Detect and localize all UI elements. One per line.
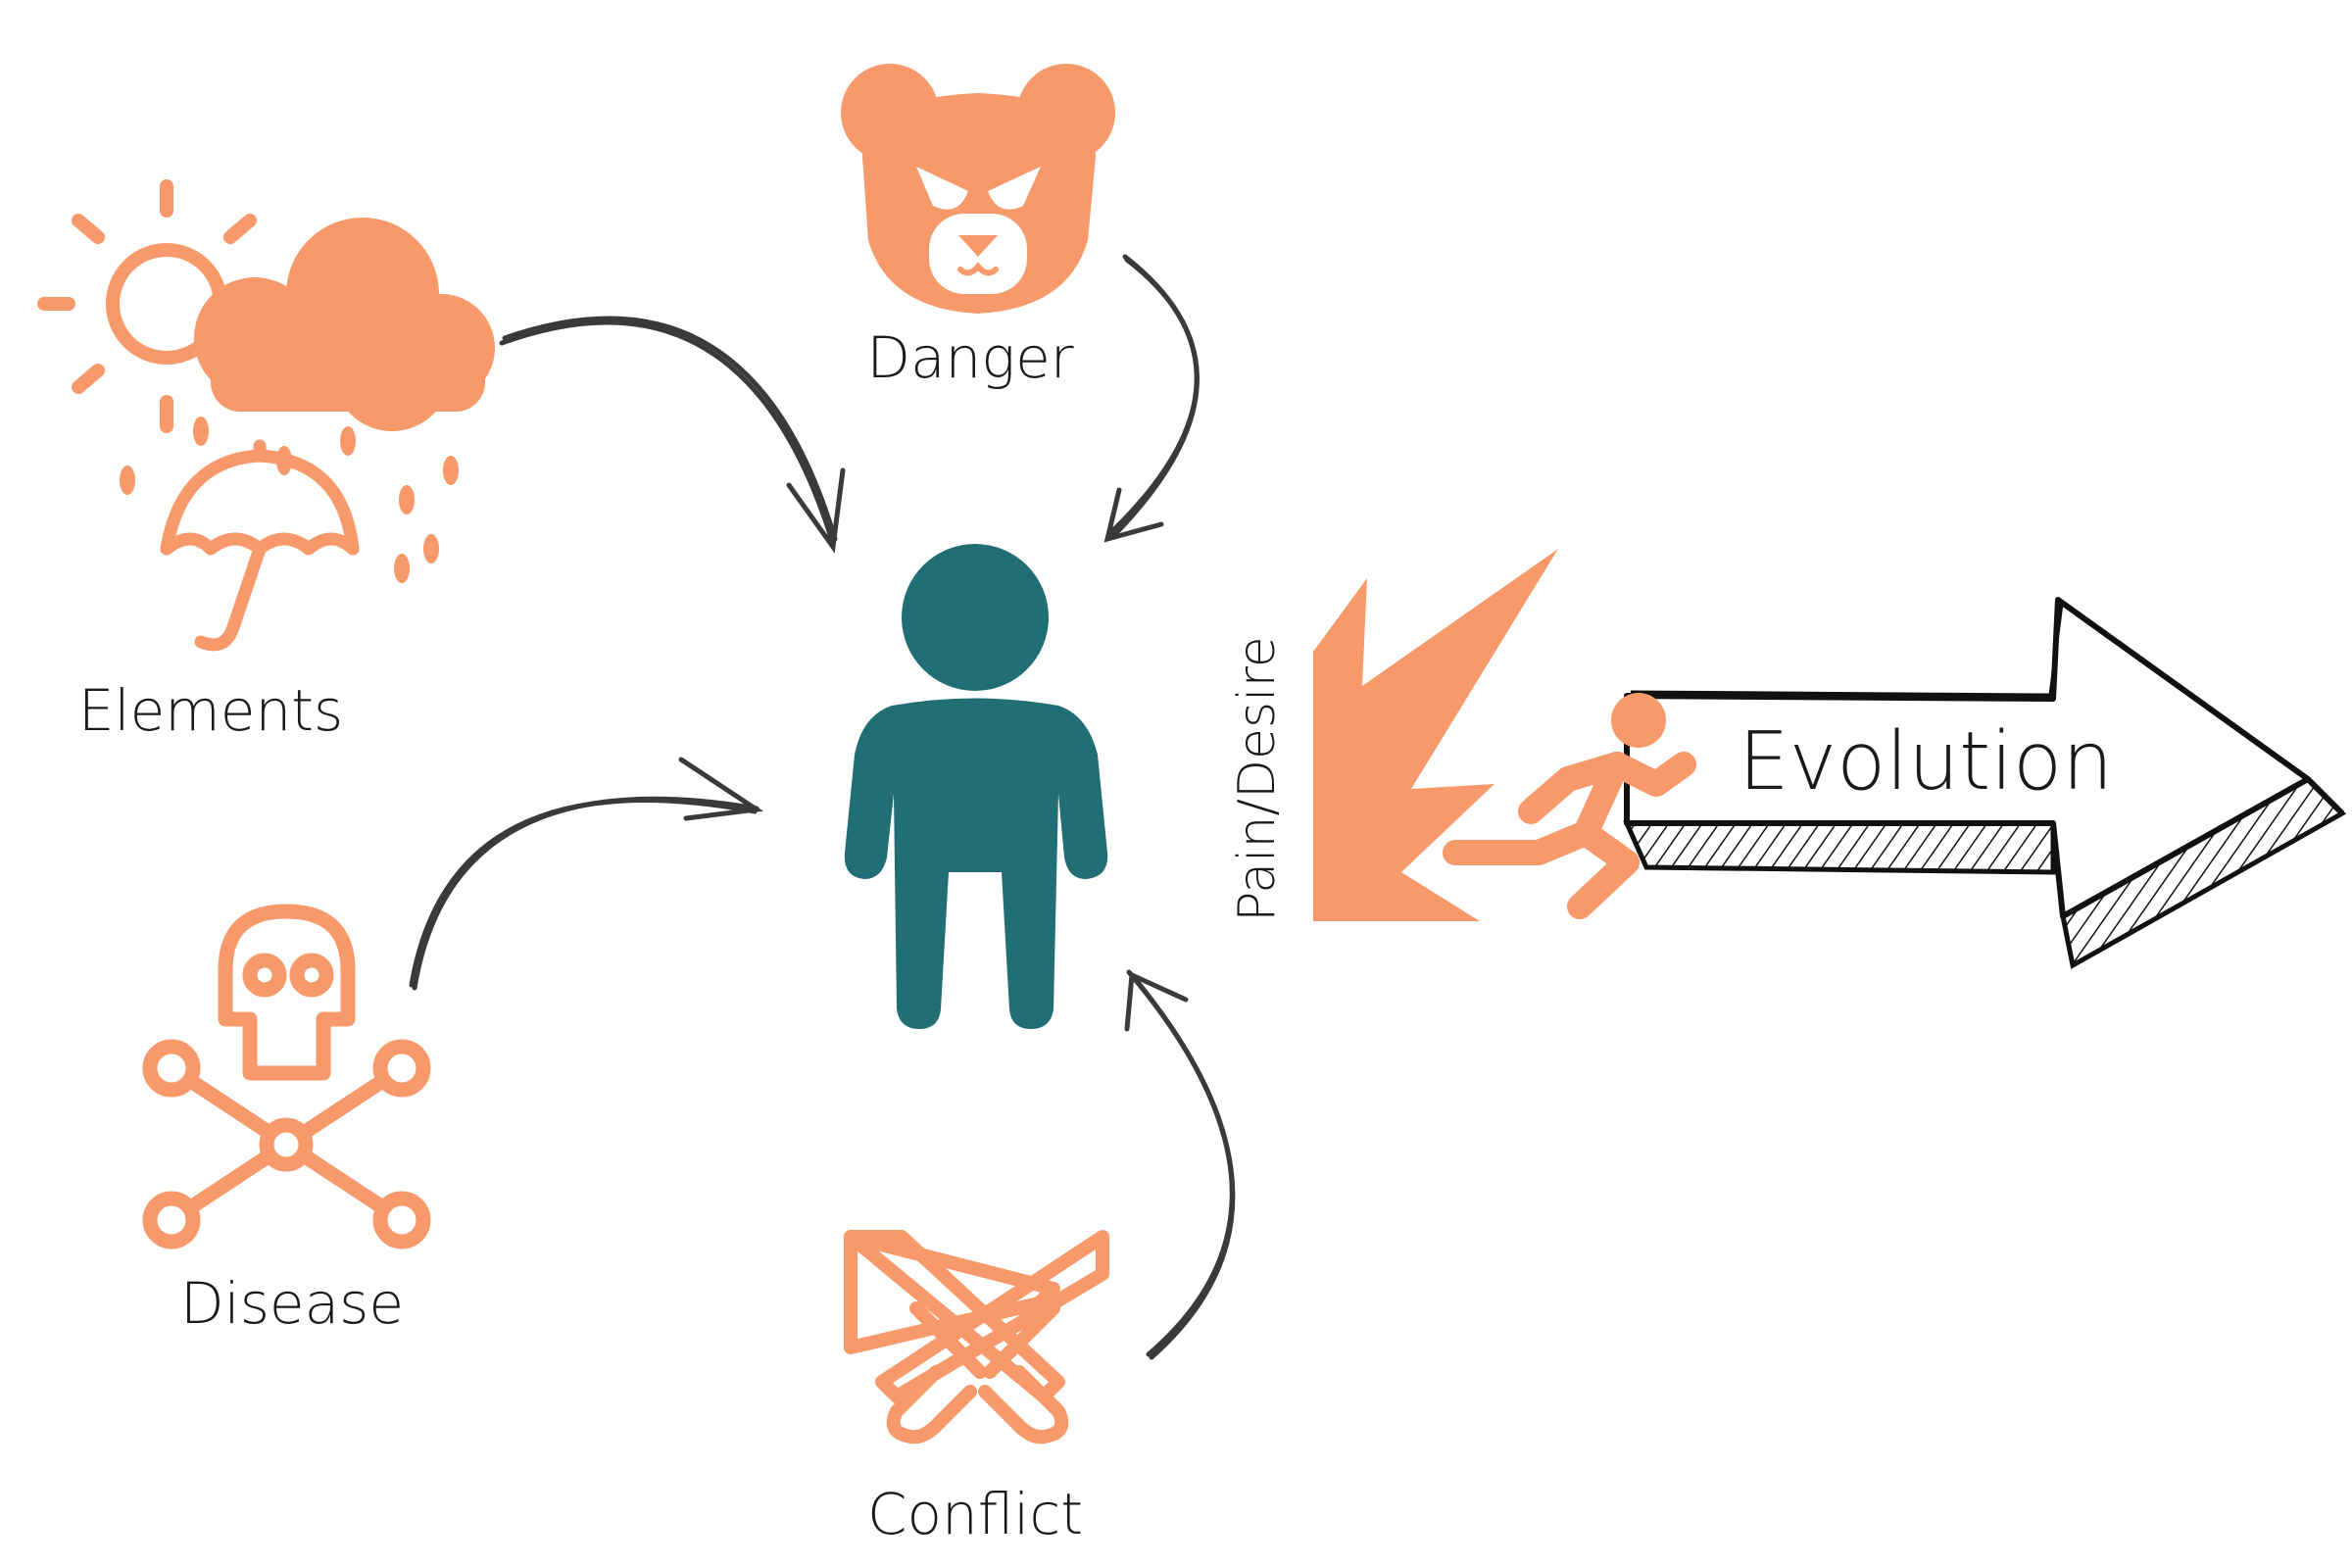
pain-burst-icon (1313, 549, 1558, 921)
disease-label: Disease (180, 1270, 404, 1337)
running-person-icon (1443, 693, 1696, 919)
person-icon (844, 544, 1108, 1029)
danger-label: Danger (866, 324, 1073, 391)
pain-desire-label: Pain/Desire (1228, 636, 1287, 922)
conflict-label: Conflict (867, 1481, 1083, 1547)
weather-icon (37, 179, 495, 652)
angry-bear-icon (841, 64, 1115, 314)
sketched-arrow-icon (1623, 597, 2347, 969)
danger-arrow (1103, 254, 1200, 543)
evolution-label: Evolution (1739, 715, 2113, 808)
crossed-swords-icon (844, 1230, 1109, 1445)
elements-arrow (499, 316, 846, 554)
disease-arrow (409, 757, 764, 991)
conflict-arrow (1124, 969, 1236, 1360)
elements-label: Elements (78, 677, 343, 744)
skull-crossbones-icon (142, 904, 431, 1250)
